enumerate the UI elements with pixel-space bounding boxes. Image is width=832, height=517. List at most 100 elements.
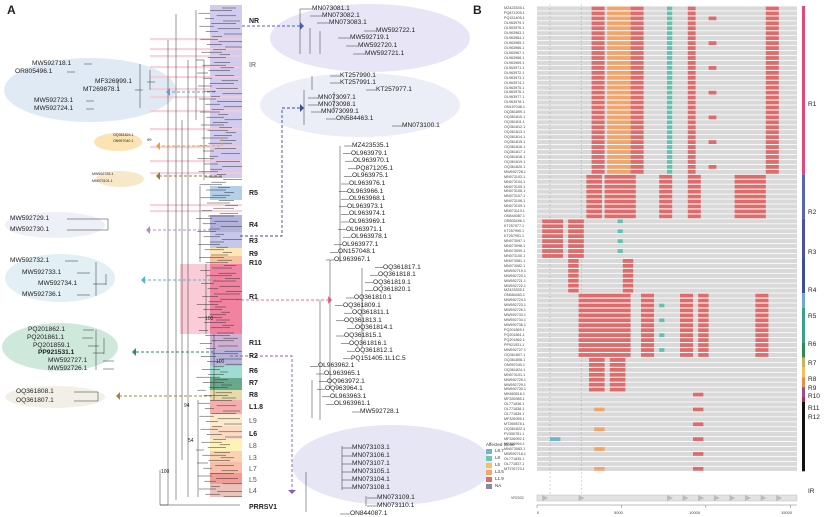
recombination-segment [687,209,701,214]
tip-label: OQ361807.1 [16,397,54,404]
recombination-segment [641,348,654,352]
recombination-segment [542,239,563,243]
row-label: MT269878.1 [504,422,525,427]
bootstrap-label: 100 [161,469,170,475]
row-label: OQ361819.1 [504,159,526,164]
recombination-segment [591,66,605,70]
row-label: OL963967.1 [504,50,525,55]
recombination-segment [755,353,769,357]
recombination-segment [607,36,631,41]
group-bar-ir [802,402,805,472]
recombination-segment [667,61,673,65]
tip-label: ON584463.1 [336,115,374,122]
recombination-segment [667,80,673,85]
recombination-segment [591,100,605,105]
sequence-row [537,318,797,323]
tip-label: MZ423535.1 [352,142,390,149]
recombination-segment [586,184,602,189]
recombination-segment [542,244,563,248]
recombination-segment [659,184,673,189]
recombination-segment [765,169,779,174]
connector-arrow [146,226,150,234]
sequence-row [537,219,797,224]
recombination-segment [708,140,717,144]
recombination-segment [591,165,605,169]
recombination-segment [755,348,769,352]
recombination-segment [630,160,644,164]
connector-arrow [300,22,304,30]
recombination-segment [604,184,636,189]
clade-label-r8: R8 [249,392,258,399]
recombination-segment [687,6,696,11]
clade-label-l8: L8 [249,443,257,450]
recombination-segment [607,90,631,95]
recombination-segment [607,160,631,164]
clade-label-r3: R3 [249,238,258,245]
dashed-connector [160,138,223,147]
recombination-segment [667,130,673,135]
row-label: MW592723.1 [504,303,526,308]
recombination-segment [687,26,696,31]
recombination-segment [630,135,644,140]
tip-label: OL963976.1 [349,180,386,187]
recombination-segment [698,313,709,318]
sequence-row [537,362,797,367]
row-label: KT257977.1 [504,224,525,229]
recombination-segment [765,31,779,36]
recombination-segment [687,31,696,36]
row-label: MN073083.1 [504,446,526,451]
recombination-segment [687,150,696,154]
recombination-segment [568,259,579,263]
tip-label: MW592724.1 [34,105,74,112]
ir-stripe [150,210,242,213]
row-label: OL963977.1 [504,95,525,100]
recombination-segment [591,90,605,95]
sequence-row [537,234,797,239]
recombination-segment [607,6,631,11]
recombination-segment [568,249,584,253]
group-label-r6: R6 [808,341,817,348]
sequence-row [537,461,797,466]
group-label-r9: R9 [808,385,817,392]
recombination-segment [755,293,769,298]
tip-label: OL963977.1 [342,240,379,248]
recombination-segment [687,95,696,100]
recombination-segment [591,46,605,50]
recombination-segment [698,338,709,342]
tip-label: MN073081.1 [312,5,350,12]
row-label: OL963963.1 [504,31,525,36]
recombination-segment [734,184,766,189]
tip-label: MN073101.1 [92,179,113,183]
tip-label: OQ361824.1 [113,133,134,137]
group-label-r5: R5 [808,313,817,320]
recombination-segment [586,214,602,219]
recombination-segment [542,229,563,234]
recombination-segment [591,70,605,75]
recombination-segment [680,343,693,347]
recombination-segment [607,150,631,154]
recombination-segment [755,323,769,328]
recombination-segment [630,165,644,169]
clade-label-r10: R10 [249,260,262,267]
recombination-segment [589,367,605,372]
row-label: OL771837.1 [504,461,525,466]
recombination-segment [591,135,605,140]
tip-label: MN073103.1 [352,444,390,451]
tip-label: PQ871205.1 [356,164,394,172]
tip-label: MF326999.1 [95,78,133,85]
recombination-segment [542,249,563,253]
clade-label-nr: NR [249,18,260,25]
clade-band-l7 [210,462,242,473]
sequence-row [537,446,797,452]
recombination-segment [568,283,579,288]
legend-swatch [486,477,492,482]
recombination-segment [687,179,701,184]
recombination-segment [693,466,704,471]
sequence-row [537,323,797,328]
recombination-segment [667,66,673,70]
recombination-segment [607,61,631,65]
clade-label-l18: L1.8 [249,404,264,411]
recombination-segment [609,377,626,382]
recombination-segment [607,110,631,115]
recombination-segment [586,209,602,214]
